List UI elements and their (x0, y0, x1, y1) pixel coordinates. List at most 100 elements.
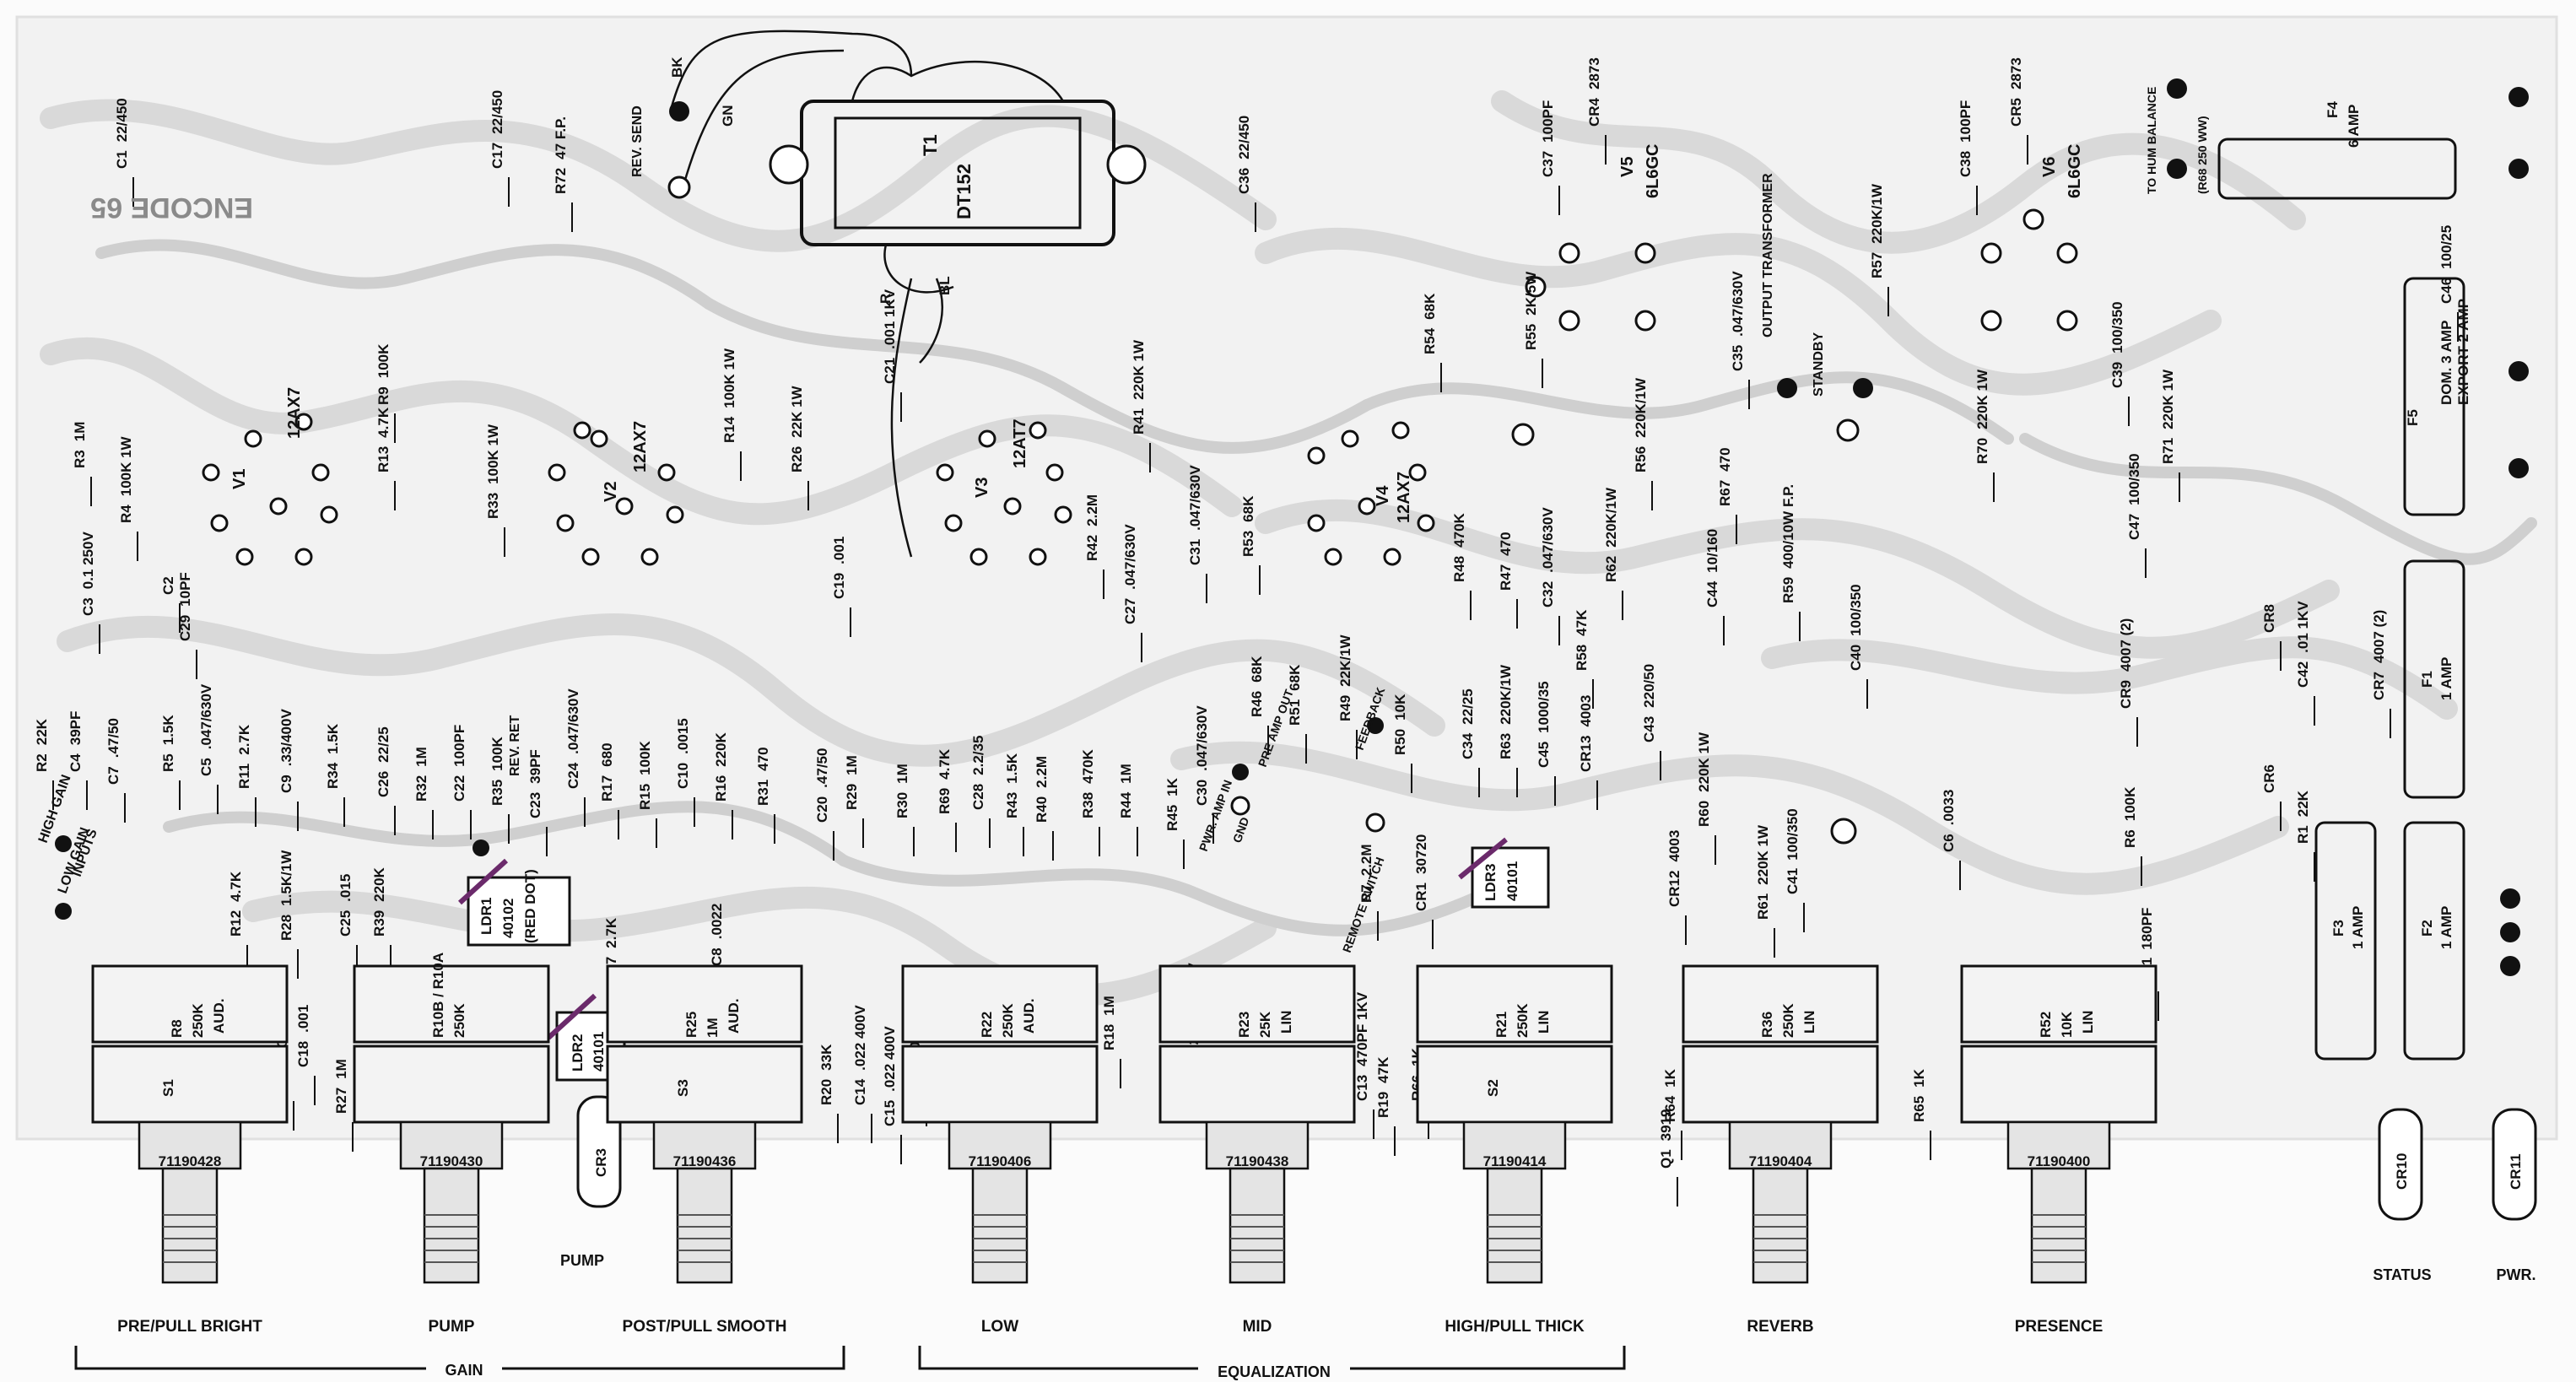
fuse-f5-rating2: EXPORT 2 AMP (2455, 299, 2471, 405)
component-label-c25: C25.015 (338, 874, 354, 937)
tube-v3-type: 12AT7 (1011, 418, 1029, 468)
component-label-r56: R56220K/1W (1633, 377, 1649, 472)
tube-socket-v2 (548, 421, 684, 566)
pot-shaft[interactable] (423, 1167, 480, 1284)
component-ref: R12 (228, 910, 244, 937)
pot-part-number: 71190430 (420, 1153, 483, 1169)
pot-part-number: 71190428 (159, 1153, 222, 1169)
component-ref: R54 (1422, 327, 1438, 354)
component-ref: R44 (1118, 791, 1134, 818)
component-ref: C44 (1704, 580, 1720, 607)
component-label-c26: C2622/25 (375, 726, 392, 797)
component-ref: R1 (2295, 825, 2311, 844)
component-label-r33: R33100K 1W (485, 424, 501, 519)
component-ref: R38 (1080, 792, 1096, 818)
component-label-r54: R5468K (1422, 293, 1438, 354)
component-label-r32: R321M (413, 747, 429, 802)
input-jack-low (55, 903, 72, 920)
component-value: 1M (844, 755, 860, 775)
component-ref: CR5 (2008, 98, 2024, 127)
component-value: 4003 (1666, 830, 1682, 862)
fuse-f3-rating: 1 AMP (2350, 906, 2366, 949)
component-label-r46: R4668K (1249, 656, 1265, 717)
ldr2-ref: LDR2 (570, 1034, 586, 1072)
component-ref: R59 (1780, 577, 1796, 603)
component-ref: R6 (2122, 829, 2138, 848)
component-ref: CR8 (2261, 604, 2277, 633)
component-ref: C18 (295, 1041, 311, 1067)
output-transformer-label: OUTPUT TRANSFORMER (1761, 173, 1775, 337)
component-ref: R19 (1375, 1092, 1391, 1118)
component-ref: R69 (937, 788, 953, 814)
pot-shaft[interactable] (1752, 1167, 1809, 1284)
component-ref: R57 (1869, 252, 1885, 278)
component-value: 2.7K (236, 724, 252, 755)
component-value: 2K/5W (1523, 271, 1539, 316)
pot-shaft[interactable] (1486, 1167, 1543, 1284)
component-label-c24: C24.047/630V (565, 688, 581, 789)
pot-shaft[interactable] (676, 1167, 733, 1284)
wire-bl-label: BL (937, 276, 953, 295)
component-ref: R17 (599, 775, 615, 802)
component-label-r30: R301M (894, 764, 910, 818)
transformer-wires (669, 30, 943, 558)
component-value: 220K 1W (1131, 339, 1147, 400)
rev-send-jack (669, 101, 689, 121)
pot-taper: LIN (2080, 1011, 2096, 1034)
component-value: 2.7K (603, 917, 619, 948)
component-label-r64: R641K (1662, 1068, 1678, 1122)
component-label-r5: R51.5K (160, 715, 176, 772)
component-ref: R20 (818, 1079, 834, 1105)
pot-value: 250K (190, 1003, 206, 1038)
component-label-r11: R112.7K (236, 724, 252, 789)
component-value: 220K/1W (1633, 377, 1649, 438)
component-value: 100/350 (1785, 808, 1801, 860)
component-ref: R47 (1498, 564, 1514, 591)
tube-socket-v6 (1980, 208, 2078, 332)
pot-part-number: 71190400 (2028, 1153, 2091, 1169)
component-ref: C17 (489, 143, 505, 169)
pot-shaft[interactable] (971, 1167, 1029, 1284)
component-ref: CR12 (1666, 871, 1682, 907)
component-label-r67: R67470 (1717, 447, 1733, 506)
component-label-c4: C439PF (68, 711, 84, 772)
component-value: 1M (72, 422, 88, 442)
component-label-r14: R14100K 1W (721, 348, 737, 443)
pot-shaft[interactable] (1229, 1167, 1286, 1284)
eq-group-bracket (918, 1346, 1626, 1380)
component-label-c38: C38100PF (1958, 100, 1974, 177)
tube-socket-v3 (936, 421, 1072, 566)
pot-shaft[interactable] (161, 1167, 219, 1284)
component-ref: R18 (1101, 1024, 1117, 1050)
pot-bushing (652, 1120, 757, 1170)
component-value: 470K (1080, 748, 1096, 783)
pot-shaft[interactable] (2030, 1167, 2087, 1284)
wire-bk-label: BK (669, 57, 685, 78)
component-ref: R41 (1131, 408, 1147, 435)
component-label-c27: C27.047/630V (1122, 524, 1138, 624)
component-value: 68K (1249, 656, 1265, 683)
led-indicators (576, 1095, 2537, 1221)
pot-switch-body (1158, 964, 1356, 1044)
component-ref: R32 (413, 775, 429, 802)
hum-balance-value: (R68 250 WW) (2195, 116, 2209, 194)
rev-ret-jack (473, 839, 489, 856)
component-value: 470 (1717, 447, 1733, 471)
component-label-cr1: CR130720 (1413, 834, 1429, 911)
component-ref: C22 (451, 775, 467, 802)
component-ref: C15 (882, 1100, 898, 1126)
component-value: 39PF (68, 711, 84, 746)
component-label-r58: R5847K (1574, 609, 1590, 671)
pot-taper: AUD. (211, 998, 227, 1034)
component-value: 2.2M (1034, 756, 1050, 788)
pot-part-number: 71190406 (969, 1153, 1032, 1169)
component-ref: R49 (1337, 695, 1353, 721)
tube-socket-v5 (1525, 242, 1656, 332)
component-ref: R40 (1034, 796, 1050, 823)
component-label-c18: C18.001 (295, 1005, 311, 1067)
pump-led-label: PUMP (560, 1252, 604, 1269)
component-ref: C47 (2126, 514, 2142, 540)
component-ref: C31 (1187, 539, 1203, 565)
component-value: 10K (1392, 694, 1408, 721)
